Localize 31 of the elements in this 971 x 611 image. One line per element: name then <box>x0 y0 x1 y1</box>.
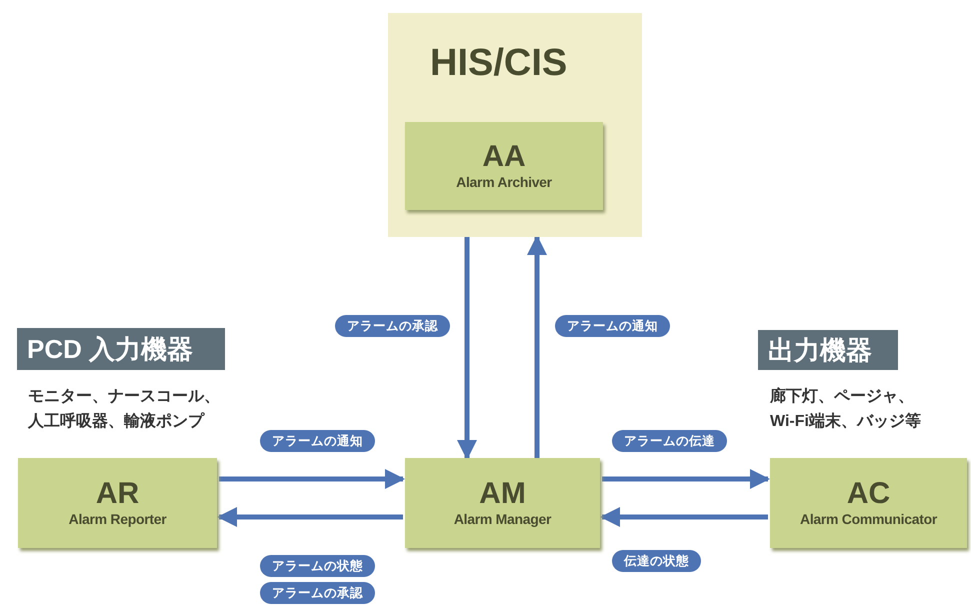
status-label: アラームの承認 <box>260 582 375 604</box>
arrow <box>219 469 405 489</box>
component-name: Alarm Communicator <box>800 510 937 528</box>
component-acronym: AA <box>482 141 526 173</box>
component-acronym: AR <box>96 478 140 510</box>
component-box <box>770 458 967 548</box>
component-acronym: AC <box>846 478 890 510</box>
heading-box: PCD 入力機器 <box>17 328 225 370</box>
component-name: Alarm Archiver <box>456 173 552 191</box>
component-acronym: HIS/CIS <box>430 41 568 85</box>
heading-box: 出力機器 <box>758 330 898 370</box>
arrow <box>457 237 477 460</box>
edge-label: アラームの状態 <box>260 555 375 577</box>
arrow <box>527 235 547 458</box>
device-list: 廊下灯、ページャ、Wi-Fi端末、バッジ等 <box>770 384 928 434</box>
device-list: モニター、ナースコール、人工呼吸器、輸液ポンプ <box>28 384 228 434</box>
component-box <box>405 458 600 548</box>
edge-label: アラームの伝達 <box>612 430 727 452</box>
edge-label: アラームの通知 <box>555 315 670 337</box>
component-acronym: AM <box>479 478 526 510</box>
arrow <box>600 507 768 527</box>
edge-label: アラームの承認 <box>335 315 450 337</box>
component-box <box>405 122 603 210</box>
component-box <box>18 458 217 548</box>
component-name: Alarm Reporter <box>68 510 166 528</box>
edge-label: 伝達の状態 <box>612 550 701 572</box>
component-name: Alarm Manager <box>454 510 552 528</box>
edge-label: アラームの通知 <box>260 430 375 452</box>
system-panel <box>388 13 642 237</box>
arrow <box>602 469 770 489</box>
arrow <box>217 507 403 527</box>
